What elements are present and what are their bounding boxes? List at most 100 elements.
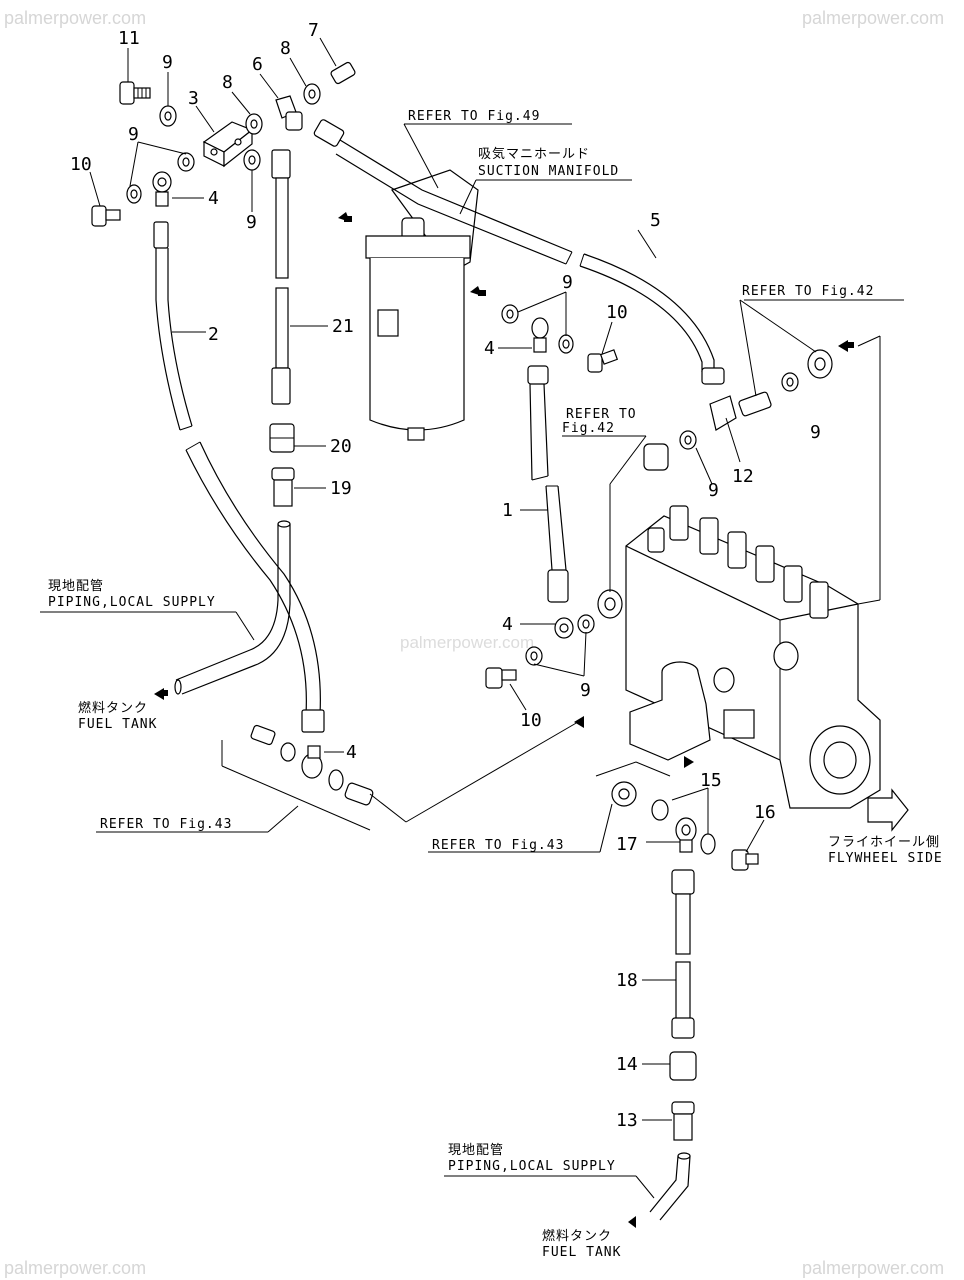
callout-10: 10 <box>520 710 542 731</box>
text-labels: REFER TO Fig.49 吸気マニホールド SUCTION MANIFOL… <box>48 109 942 1260</box>
part-19-adapter <box>271 467 295 507</box>
local-piping-left <box>174 520 291 695</box>
label-refer-fig42-mid-1: REFER TO <box>566 407 637 422</box>
part-adapter-lower-left <box>344 782 374 806</box>
callout-8: 8 <box>280 38 291 59</box>
label-refer-fig42-top: REFER TO Fig.42 <box>742 284 874 299</box>
callout-5: 5 <box>650 210 661 231</box>
part-10-bolt-c <box>485 667 517 689</box>
watermark-bottom-right: palmerpower.com <box>802 1258 944 1278</box>
callout-9: 9 <box>562 272 573 293</box>
callout-9: 9 <box>708 480 719 501</box>
part-9-washer-c <box>126 184 142 204</box>
label-refer-fig43-right: REFER TO Fig.43 <box>432 838 564 853</box>
label-refer-fig42-mid-2: Fig.42 <box>562 421 615 436</box>
part-4-eye-joint-b <box>531 317 549 353</box>
callout-9: 9 <box>580 680 591 701</box>
callout-20: 20 <box>330 436 352 457</box>
watermark-top-right: palmerpower.com <box>802 8 944 28</box>
part-9-washer-i <box>781 372 799 392</box>
flow-arrows <box>154 212 909 1228</box>
part-21-hose <box>271 149 291 405</box>
part-12-elbow <box>709 395 737 431</box>
label-flywheel-side-jp: フライホイール側 <box>828 835 940 850</box>
part-9-washer-a <box>159 105 177 127</box>
callout-9: 9 <box>246 212 257 233</box>
callout-9: 9 <box>162 52 173 73</box>
watermark-center: palmerpower.com <box>400 633 534 652</box>
label-piping-local-en-1: PIPING,LOCAL SUPPLY <box>48 595 216 610</box>
part-9-washer-d <box>243 149 261 171</box>
part-1-hose <box>527 365 569 603</box>
callout-10: 10 <box>70 154 92 175</box>
part-14-nut <box>669 1051 697 1081</box>
part-9-washer-g <box>577 614 595 634</box>
callout-10: 10 <box>606 302 628 323</box>
part-9-washer-l <box>700 833 716 855</box>
part-8-washer-b <box>303 83 321 105</box>
callout-9: 9 <box>810 422 821 443</box>
part-cap-refer-fig42 <box>643 443 669 471</box>
part-6-elbow <box>275 95 303 131</box>
part-9-washer-h <box>525 646 543 666</box>
callout-21: 21 <box>332 316 354 337</box>
callout-16: 16 <box>754 802 776 823</box>
label-refer-fig49: REFER TO Fig.49 <box>408 109 540 124</box>
callout-9: 9 <box>128 124 139 145</box>
label-piping-local-jp-1: 現地配管 <box>48 579 104 594</box>
part-9-washer-f <box>558 334 574 354</box>
part-washer-lower-left-a <box>280 742 296 762</box>
injection-pump-body <box>597 505 881 809</box>
callout-8: 8 <box>222 72 233 93</box>
part-7-bolt <box>330 61 356 85</box>
part-washer-lower-left-b <box>328 769 344 791</box>
label-piping-local-jp-2: 現地配管 <box>448 1143 504 1158</box>
part-20-nut <box>269 423 295 453</box>
part-16-bolt <box>731 849 759 871</box>
part-2-hose <box>153 221 325 733</box>
watermark-bottom-left: palmerpower.com <box>4 1258 146 1278</box>
part-17-eye-joint <box>675 817 697 853</box>
part-11-banjo-bolt <box>119 81 151 105</box>
label-piping-local-en-2: PIPING,LOCAL SUPPLY <box>448 1159 616 1174</box>
callout-17: 17 <box>616 834 638 855</box>
callout-4: 4 <box>208 188 219 209</box>
callout-14: 14 <box>616 1054 638 1075</box>
watermark-top-left: palmerpower.com <box>4 8 146 28</box>
label-fuel-tank-en-2: FUEL TANK <box>542 1245 621 1260</box>
callout-11: 11 <box>118 28 140 49</box>
callout-4: 4 <box>346 742 357 763</box>
callout-4: 4 <box>502 614 513 635</box>
callout-numbers: 11 9 8 6 8 7 3 9 10 4 9 2 21 20 19 5 9 1… <box>70 20 821 1131</box>
part-10-bolt-b <box>587 349 619 373</box>
connector-refer-fig42 <box>807 349 833 379</box>
part-10-bolt-a <box>91 205 121 227</box>
callout-18: 18 <box>616 970 638 991</box>
part-adapter-right <box>738 391 772 417</box>
part-4-eye-joint-c <box>554 617 574 639</box>
part-8-washer-a <box>245 113 263 135</box>
callout-12: 12 <box>732 466 754 487</box>
callout-3: 3 <box>188 88 199 109</box>
label-suction-manifold-en: SUCTION MANIFOLD <box>478 164 619 179</box>
part-18-hose <box>671 869 695 1039</box>
callout-15: 15 <box>700 770 722 791</box>
label-refer-fig43-left: REFER TO Fig.43 <box>100 817 232 832</box>
part-connector-refer-fig43 <box>611 781 637 807</box>
callout-7: 7 <box>308 20 319 41</box>
part-3-joint-block <box>202 121 254 168</box>
label-fuel-tank-jp-2: 燃料タンク <box>542 1228 612 1244</box>
part-5-pipe <box>313 119 725 385</box>
part-13-adapter <box>671 1101 695 1141</box>
part-bolt-lower-left <box>250 724 276 746</box>
part-9-washer-j <box>679 430 697 450</box>
part-9-washer-b <box>177 152 195 172</box>
callout-4: 4 <box>484 338 495 359</box>
part-4-eye-joint-d <box>301 745 323 779</box>
callout-6: 6 <box>252 54 263 75</box>
part-9-washer-k <box>651 799 669 821</box>
callout-2: 2 <box>208 324 219 345</box>
label-fuel-tank-jp-1: 燃料タンク <box>78 700 148 716</box>
label-fuel-tank-en-1: FUEL TANK <box>78 717 157 732</box>
